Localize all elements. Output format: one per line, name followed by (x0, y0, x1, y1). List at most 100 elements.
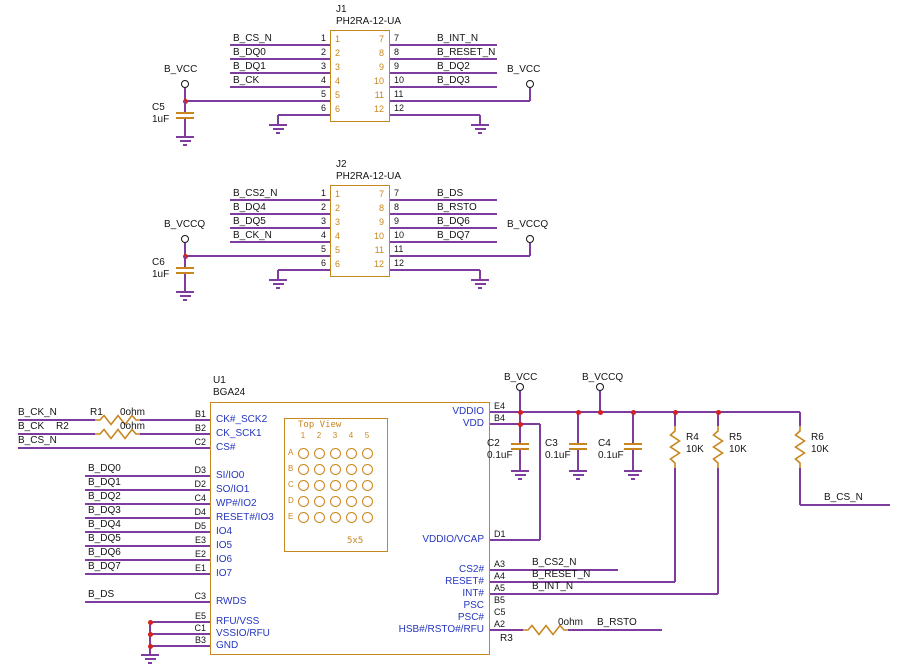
net-label: B_CK (18, 421, 45, 432)
refdes: R3 (500, 633, 513, 644)
ground-symbol (176, 136, 194, 138)
ball-column-label: 4 (348, 431, 354, 440)
ground-symbol (183, 299, 187, 301)
component-value: 0ohm (558, 617, 584, 628)
pin-name: RWDS (216, 596, 247, 607)
pin-number: 7 (394, 33, 400, 43)
wire (230, 72, 330, 74)
net-label: B_RSTO (597, 617, 637, 628)
power-net-label: B_VCCQ (164, 219, 206, 230)
junction-dot (147, 643, 153, 649)
pin-name: IO7 (216, 568, 233, 579)
pin-number: 6 (335, 104, 341, 114)
wire (149, 622, 151, 654)
wire (799, 468, 801, 505)
refdes: C2 (487, 438, 500, 449)
ground-symbol (474, 128, 486, 130)
net-label: B_INT_N (437, 33, 479, 44)
component-value: 0.1uF (598, 450, 624, 461)
refdes: R4 (686, 432, 699, 443)
component-value: 10K (729, 444, 747, 455)
capacitor-symbol (569, 443, 587, 445)
pin-name: VDDIO/VCAP (422, 534, 484, 545)
refdes: R1 (90, 407, 103, 418)
pin-number: 5 (320, 244, 326, 254)
pin-name: RFU/VSS (216, 616, 260, 627)
part-number: PH2RA-12-UA (336, 16, 402, 27)
junction-dot (630, 409, 636, 415)
refdes: U1 (213, 375, 226, 386)
pin-number: 11 (374, 245, 384, 255)
bga-ball (329, 511, 341, 523)
wire (18, 419, 95, 421)
wire (184, 101, 186, 112)
refdes: C3 (545, 438, 558, 449)
wire (479, 270, 481, 279)
net-label: B_DQ0 (233, 47, 266, 58)
net-label: B_DQ3 (437, 75, 470, 86)
resistor-symbol (794, 426, 806, 468)
pin-designator: A4 (494, 571, 506, 581)
net-label: B_CS_N (824, 492, 863, 503)
ground-symbol (511, 470, 529, 472)
net-label: B_CS_N (233, 33, 272, 44)
ground-symbol (276, 287, 280, 289)
power-port-circle (526, 80, 534, 88)
pin-designator: E1 (194, 563, 206, 573)
ground-symbol (176, 291, 194, 293)
pin-name: INT# (462, 588, 484, 599)
wire (85, 573, 210, 575)
bga-ball (345, 479, 357, 491)
ground-symbol (478, 132, 482, 134)
capacitor-symbol (511, 448, 529, 450)
pin-number: 3 (335, 62, 341, 72)
net-label: B_DS (88, 589, 115, 600)
wire (577, 412, 579, 443)
top-view-box (284, 418, 388, 552)
bga-ball (329, 495, 341, 507)
wire (490, 629, 523, 631)
pin-number: 9 (378, 62, 384, 72)
junction-dot (147, 619, 153, 625)
bga-ball (313, 495, 325, 507)
wire (519, 391, 521, 443)
refdes: C5 (152, 102, 165, 113)
capacitor-symbol (176, 272, 194, 274)
pin-number: 9 (394, 216, 400, 226)
junction-dot (715, 409, 721, 415)
wire (632, 450, 634, 470)
component-value: 10K (686, 444, 704, 455)
ground-symbol (179, 295, 191, 297)
pin-number: 2 (320, 202, 326, 212)
pin-designator: E2 (194, 549, 206, 559)
pin-number: 8 (394, 47, 400, 57)
power-net-label: B_VCC (164, 64, 198, 75)
pin-designator: A2 (494, 619, 506, 629)
pin-number: 7 (378, 189, 384, 199)
net-label: B_DQ3 (88, 505, 121, 516)
wire (85, 489, 210, 491)
wire (577, 450, 579, 470)
ball-column-label: 5 (364, 431, 370, 440)
pin-designator: C5 (494, 607, 506, 617)
wire (18, 447, 210, 449)
pin-number: 9 (378, 217, 384, 227)
net-label: B_RSTO (437, 202, 477, 213)
pin-designator: E4 (494, 401, 506, 411)
refdes: R6 (811, 432, 824, 443)
wire (717, 468, 719, 594)
component-value: 0ohm (120, 421, 146, 432)
net-label: B_DQ6 (88, 547, 121, 558)
ground-symbol (518, 478, 522, 480)
bga-ball (345, 463, 357, 475)
pin-designator: B5 (494, 595, 506, 605)
pin-number: 4 (320, 230, 326, 240)
wire (230, 227, 330, 229)
pin-name: GND (216, 640, 239, 651)
wire (599, 391, 601, 412)
wire (185, 255, 330, 257)
pin-number: 4 (320, 75, 326, 85)
wire (490, 411, 800, 413)
connector-box (330, 185, 390, 277)
wire (150, 645, 210, 647)
